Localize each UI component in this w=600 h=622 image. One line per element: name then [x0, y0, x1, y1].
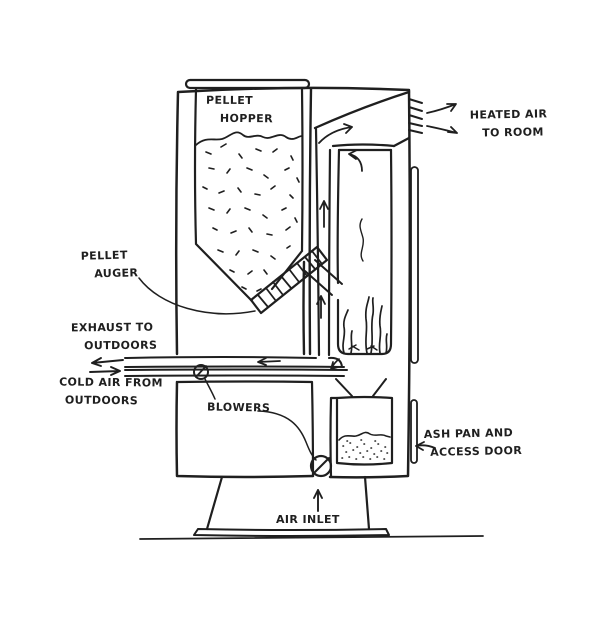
pellets: [202, 143, 300, 292]
label-line: PELLET: [206, 93, 254, 108]
label-pellet-hopper: PELLET HOPPER: [206, 92, 273, 129]
air-vent-slats: [408, 98, 423, 134]
floor-line: [139, 535, 484, 540]
blower-at-inlet-slash: [313, 457, 330, 474]
flame-base-ticks: [348, 344, 378, 351]
label-ash-pan: ASH PAN AND ACCESS DOOR: [424, 424, 523, 462]
ash-door-arrow: [415, 441, 436, 451]
label-line: TO ROOM: [482, 125, 544, 140]
label-line: HOPPER: [219, 111, 274, 126]
exhaust-flow-arrow: [257, 357, 281, 366]
stove-body: [174, 86, 412, 479]
hopper-partition: [302, 87, 313, 356]
label-line: AUGER: [94, 266, 139, 281]
pedestal-legs: [205, 475, 371, 531]
cold-air-pipe: [124, 368, 348, 377]
front-panel: [176, 380, 315, 478]
exhaust-pipe: [124, 356, 345, 368]
label-line: PELLET: [80, 248, 128, 263]
label-air-inlet: AIR INLET: [276, 511, 340, 529]
pedestal-base: [193, 528, 390, 537]
pellet-auger-assembly: [249, 245, 343, 315]
auger-leader-line: [138, 277, 256, 315]
side-door-panel: [410, 166, 419, 364]
firebox: [331, 143, 396, 356]
ash-pan-area: [309, 378, 394, 478]
ash-dots: [341, 439, 389, 460]
side-panels: [410, 166, 419, 464]
ash-funnel: [335, 378, 387, 397]
stove-outline: [174, 86, 412, 479]
flue-up-arrow-bottom: [316, 295, 326, 319]
plenum-air-arrow: [318, 123, 353, 144]
blower-on-pipe: [193, 364, 209, 380]
blower-on-pipe-slash: [195, 365, 207, 378]
label-line: OUTDOORS: [84, 338, 158, 353]
flames: [342, 296, 388, 354]
flue-up-arrow-top: [319, 200, 329, 228]
top-perspective-edge: [313, 90, 411, 148]
label-line: AIR INLET: [276, 513, 340, 526]
leader-lines: [138, 277, 436, 461]
air-inlet-arrow: [313, 489, 323, 512]
label-heated-air: HEATED AIR TO ROOM: [470, 105, 548, 142]
smoke-squiggle: [359, 218, 365, 262]
label-line: EXHAUST TO: [70, 320, 154, 335]
firebox-top: [331, 143, 396, 152]
pellet-hopper: [184, 78, 313, 356]
label-line: ASH PAN AND: [423, 426, 514, 442]
hopper-lid: [184, 78, 311, 90]
label-line: HEATED AIR: [469, 107, 548, 122]
blowers-leader-upper: [204, 378, 216, 400]
ash-fill-top: [338, 431, 391, 441]
label-blowers: BLOWERS: [207, 398, 271, 417]
pedestal: [139, 475, 484, 540]
label-line: ACCESS DOOR: [430, 443, 523, 459]
ash-pan-box: [335, 395, 394, 466]
firebox-air-arrow: [348, 149, 363, 172]
hopper-walls: [193, 87, 304, 303]
blowers-leader-lower: [257, 410, 317, 461]
heated-air-arrow-lower: [426, 125, 458, 134]
blower-at-inlet: [309, 454, 333, 478]
pipes: [89, 356, 348, 380]
auger-tube: [249, 245, 329, 315]
front-panel-edges: [176, 380, 315, 478]
label-cold-air: COLD AIR FROM OUTDOORS: [59, 373, 163, 410]
auger-screw-rungs: [257, 250, 323, 308]
label-exhaust: EXHAUST TO OUTDOORS: [71, 319, 158, 356]
label-line: COLD AIR FROM: [59, 375, 163, 390]
pellet-fill-top: [195, 131, 303, 146]
heated-air-plenum: [318, 98, 458, 144]
label-line: OUTDOORS: [64, 393, 139, 408]
flue-walls: [314, 127, 332, 357]
firebox-box: [336, 148, 393, 356]
heated-air-arrow-upper: [426, 103, 457, 114]
ash-access-door: [410, 399, 418, 464]
exhaust-out-arrow: [91, 357, 124, 367]
cold-air-in-arrow: [89, 366, 121, 376]
elbow-arrow: [330, 358, 340, 370]
label-line: BLOWERS: [206, 400, 271, 415]
flue-channel: [314, 127, 332, 357]
label-pellet-auger: PELLET AUGER: [81, 246, 139, 283]
